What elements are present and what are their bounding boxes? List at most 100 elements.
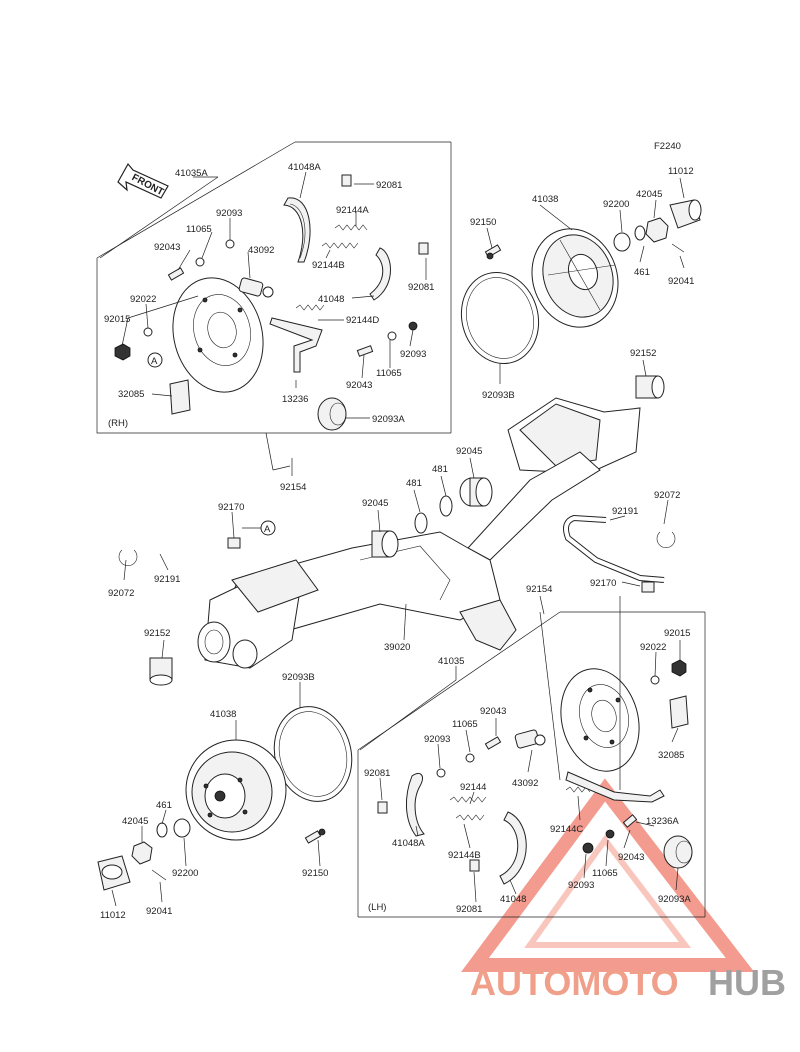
label-92093-lh-1: 92093 [424, 734, 450, 745]
seal-92093A-lh [663, 835, 693, 869]
label-92170-left: 92170 [218, 502, 244, 513]
label-92191-left: 92191 [154, 574, 180, 585]
washer-92022-lh [650, 675, 660, 685]
label-92144B-rh: 92144B [312, 260, 345, 271]
pin-92043-lh-2 [622, 814, 638, 828]
label-92043-rh-2: 92043 [346, 380, 372, 391]
pin-92043-rh [167, 267, 185, 281]
wheel-cylinder-lh [514, 729, 546, 749]
label-92150-lh: 92150 [302, 868, 328, 879]
washer-461-lh [156, 822, 168, 838]
rh-panel-frame [96, 141, 452, 434]
callout-a-center-text: A [264, 524, 271, 535]
bolt-92150-rh [484, 244, 502, 260]
label-92152-bottom: 92152 [144, 628, 170, 639]
bearing-92045-lower [371, 530, 399, 558]
breather-hose-92191-right [563, 514, 665, 583]
washer-92093-rh-2 [408, 321, 418, 331]
clip-32085-lh [669, 695, 689, 729]
washer-92093-rh [225, 239, 235, 249]
label-92144D: 92144D [346, 315, 379, 326]
clamp-92072-right [656, 531, 676, 549]
label-92093A-rh: 92093A [372, 414, 405, 425]
label-92152-top: 92152 [630, 348, 656, 359]
fitting-92170-right [641, 581, 655, 593]
label-11065-lh-2: 11065 [592, 868, 618, 879]
seal-ring-92093B-lh [273, 706, 353, 802]
watermark-hub: HUB [708, 962, 786, 1003]
watermark-logo [461, 778, 755, 972]
label-43092-lh: 43092 [512, 778, 538, 789]
part-labels: F2240 (RH) (LH) 41035A 41048A 92081 9209… [100, 141, 694, 921]
label-42045-rh: 42045 [636, 189, 662, 200]
label-481-a: 481 [432, 464, 448, 475]
label-92093B-lh: 92093B [282, 672, 315, 683]
label-92093A-lh: 92093A [658, 894, 691, 905]
label-41048-rh: 41048 [318, 294, 344, 305]
brake-panel-lh [560, 668, 640, 772]
spring-92144-lh [449, 796, 487, 803]
label-92015-rh: 92015 [104, 314, 130, 325]
washer-11065-lh [465, 753, 475, 763]
label-92015-lh: 92015 [664, 628, 690, 639]
label-92144: 92144 [460, 782, 486, 793]
brake-drum-41038-rh [531, 228, 619, 328]
cotter-pin-92041-lh [151, 869, 167, 881]
label-92043-lh-2: 92043 [618, 852, 644, 863]
label-92144A: 92144A [336, 205, 369, 216]
seal-ring-92093B-rh [460, 271, 540, 365]
spring-92144B-lh [455, 814, 485, 821]
label-32085-lh: 32085 [658, 750, 684, 761]
pin-92081-lh-2 [469, 859, 480, 872]
label-92072-right: 92072 [654, 490, 680, 501]
lh-panel-frame [357, 611, 706, 918]
lh-label: (LH) [368, 902, 386, 913]
label-92045-lower: 92045 [362, 498, 388, 509]
cotter-pin-92041-rh [671, 243, 685, 253]
label-92045-upper: 92045 [456, 446, 482, 457]
label-92093B-rh: 92093B [482, 390, 515, 401]
label-92154-bottom: 92154 [526, 584, 552, 595]
washer-92200-rh [613, 232, 631, 252]
lever-13236-rh [269, 317, 323, 373]
washer-92093-lh-2 [582, 842, 594, 854]
pin-92081-rh-2 [418, 242, 429, 255]
label-481-b: 481 [406, 478, 422, 489]
washer-11065-rh-2 [387, 331, 397, 341]
snap-ring-481-a [439, 495, 453, 517]
washer-461-rh [634, 225, 646, 241]
label-92144C: 92144C [550, 824, 583, 835]
label-41048A-lh: 41048A [392, 838, 425, 849]
axle-housing-39020 [197, 397, 641, 669]
label-41035A: 41035A [175, 168, 208, 179]
leader-lines [99, 171, 685, 907]
spring-92144A-rh [334, 224, 368, 231]
label-11012-lh: 11012 [100, 910, 126, 921]
nut-42045-rh [645, 217, 669, 243]
brake-panel-rh [172, 277, 264, 393]
label-13236A: 13236A [646, 816, 679, 827]
cap-11012-rh [669, 199, 702, 229]
label-92191-right: 92191 [612, 506, 638, 517]
bearing-92045-upper [459, 477, 493, 507]
washer-92200-lh [173, 818, 191, 838]
label-92041-rh: 92041 [668, 276, 694, 287]
bushing-92152-bottom [149, 657, 173, 686]
fitting-92170-left [227, 537, 241, 549]
label-92200-lh: 92200 [172, 868, 198, 879]
bolt-92150-lh [304, 828, 326, 844]
callout-a-rh-text: A [151, 356, 158, 367]
nut-92015-lh [671, 659, 687, 677]
label-41038-rh: 41038 [532, 194, 558, 205]
label-92170-right: 92170 [590, 578, 616, 589]
watermark-automoto: AUTOMOTO [470, 962, 679, 1003]
label-11065-rh-2: 11065 [376, 368, 402, 379]
label-92081-rh-2: 92081 [408, 282, 434, 293]
brake-shoe-41048A-lh [405, 772, 425, 837]
label-461-rh: 461 [634, 267, 650, 278]
label-41035: 41035 [438, 656, 464, 667]
label-92144B-lh: 92144B [448, 850, 481, 861]
label-42045-lh: 42045 [122, 816, 148, 827]
brake-shoe-41048-lh [499, 811, 527, 885]
